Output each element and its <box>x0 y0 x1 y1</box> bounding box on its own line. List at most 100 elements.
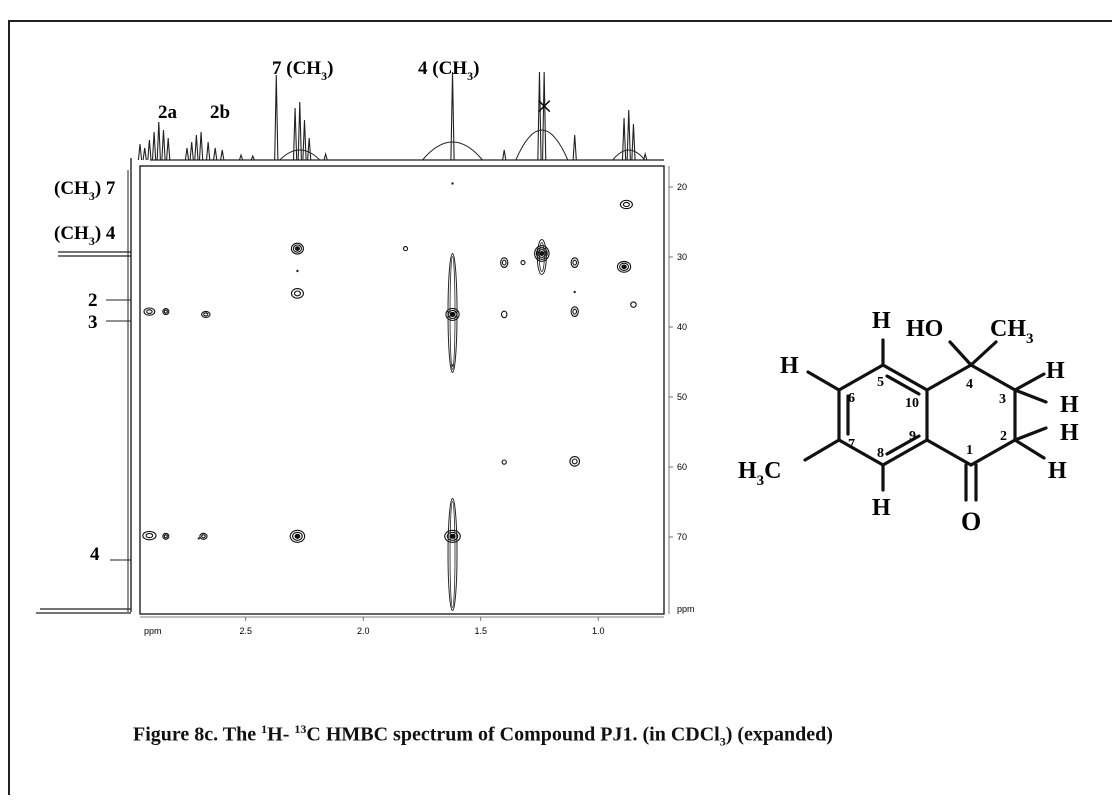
atom-h-r2: H <box>1060 392 1079 418</box>
cross-peak-contour <box>293 290 301 297</box>
cross-peak-contour <box>292 244 302 253</box>
y-axis-unit: ppm <box>677 604 695 614</box>
cross-peak-contour <box>163 534 168 539</box>
noise-dot <box>197 537 200 540</box>
atom-number-2: 2 <box>1000 429 1007 444</box>
chemical-structure <box>803 338 1048 502</box>
atom-h-bottom: H <box>872 495 891 521</box>
proton-peak <box>205 141 211 161</box>
proton-broad-hump <box>279 149 321 161</box>
cross-peak-contour <box>201 310 211 318</box>
proton-peak <box>502 149 507 161</box>
proton-peak <box>572 134 577 161</box>
noise-dot <box>451 182 454 185</box>
caption-prefix: Figure 8c. The <box>133 723 262 746</box>
cross-peak-contour <box>290 288 304 299</box>
proton-peak <box>189 141 194 161</box>
hmbc-plot-area <box>139 165 665 615</box>
figure-frame <box>8 20 1112 795</box>
cross-peak-contour <box>569 456 581 467</box>
caption-suffix: ) (expanded) <box>725 723 833 746</box>
atom-ho: HO <box>906 316 943 342</box>
cross-peak-contour <box>570 257 579 268</box>
proton-peak <box>643 151 648 161</box>
proton-peak <box>238 153 244 161</box>
proton-peak <box>450 71 455 161</box>
cross-peak-contour <box>201 534 206 539</box>
streak-contour <box>447 498 458 611</box>
cross-peak-contour <box>146 309 153 314</box>
caption-sub-3: 3 <box>719 734 726 749</box>
cross-peak-contour <box>402 246 409 252</box>
proton-peak <box>161 129 166 161</box>
cross-peaks <box>142 182 637 611</box>
caption-mid-1: H- <box>267 723 295 746</box>
cross-peak-contour <box>622 201 630 208</box>
proton-peak <box>302 119 307 161</box>
proton-peak <box>147 139 152 161</box>
caption-sup-13: 13 <box>294 722 307 736</box>
x-tick-label: 1.5 <box>474 626 487 636</box>
cross-peak-contour <box>535 247 548 260</box>
cross-peak-contour <box>290 242 304 255</box>
cross-peak-contour <box>570 306 579 317</box>
cross-peak-contour <box>619 199 633 210</box>
cross-peak-contour <box>621 264 627 270</box>
atom-number-8: 8 <box>877 446 884 461</box>
proton-peak <box>137 143 143 161</box>
proton-peak <box>297 101 302 161</box>
caption-mid-2: C HMBC spectrum of Compound PJ1. (in CDC… <box>306 723 720 746</box>
proton-peak <box>621 117 627 161</box>
atom-number-3: 3 <box>999 392 1006 407</box>
proton-peak <box>220 149 225 161</box>
structure-labels: H HO CH3 H H3C H O H H H H <box>738 308 1079 536</box>
carbon-projection-spectrum <box>36 158 132 614</box>
atom-number-9: 9 <box>909 429 916 444</box>
cross-peak-contour <box>630 301 637 308</box>
cross-peak-contour <box>501 459 507 465</box>
noise-dot <box>451 364 454 367</box>
proton-peak <box>184 147 190 161</box>
atom-o: O <box>961 507 981 536</box>
cross-peak-contour <box>571 458 578 465</box>
cross-peak-contour <box>199 532 208 540</box>
cross-peak-contour <box>447 309 458 319</box>
y-tick-label: 40 <box>677 322 687 332</box>
atom-number-10: 10 <box>905 396 919 411</box>
label-4-ch3: 4 (CH3) <box>418 58 479 83</box>
cross-peak-contour <box>572 259 578 266</box>
cross-peak-contour <box>539 251 545 257</box>
cross-peak-contour <box>501 259 507 266</box>
cross-peak-contour <box>145 532 154 539</box>
cross-peak-contour <box>444 529 461 543</box>
proton-peak <box>274 74 279 161</box>
atom-h3c: H3C <box>738 458 782 489</box>
label-c4: 4 <box>90 544 100 565</box>
cross-peak-contour <box>534 245 550 262</box>
cross-peak-contour <box>537 249 546 258</box>
x-tick-label: 1.0 <box>592 626 605 636</box>
noise-dot <box>296 269 299 273</box>
proton-peak <box>142 147 147 161</box>
noise-dot <box>573 290 576 294</box>
y-tick-label: 50 <box>677 392 687 402</box>
proton-broad-hump <box>612 149 646 161</box>
proton-peak <box>156 121 161 161</box>
proton-peak <box>194 134 199 161</box>
proton-broad-hump <box>422 141 483 161</box>
atom-numbers: 1 2 3 4 5 6 7 8 9 10 <box>848 375 1007 461</box>
cross-peak-contour <box>619 262 630 271</box>
proton-peak <box>292 107 298 161</box>
streak-contour-inner <box>449 501 456 608</box>
atom-h-r1: H <box>1046 358 1065 384</box>
y-tick-label: 70 <box>677 532 687 542</box>
cross-peak-contour <box>203 312 209 317</box>
cross-peak-contour <box>446 531 459 541</box>
proton-peak <box>323 151 328 161</box>
proton-peak <box>307 137 312 161</box>
atom-number-4: 4 <box>966 377 973 392</box>
atom-h-left: H <box>780 353 799 379</box>
cross-peak-contour <box>162 532 170 540</box>
atom-h-r3: H <box>1060 420 1079 446</box>
